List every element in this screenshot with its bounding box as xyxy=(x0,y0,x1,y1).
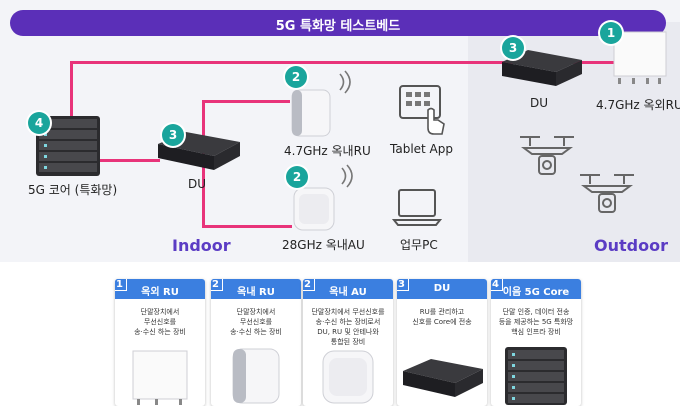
diagram-title: 5G 특화망 테스트베드 xyxy=(275,19,401,34)
legend-card-du: DU 3 RU를 관리하고 신호를 Core에 전송 xyxy=(397,279,487,406)
card-desc-line: RU를 관리하고 xyxy=(419,308,465,316)
card-desc-line: 통합된 장비 xyxy=(330,338,366,346)
du-indoor-badge: 3 xyxy=(162,124,184,146)
link-core-to-outdoor xyxy=(70,61,620,64)
card-header: 옥외 RU xyxy=(115,279,205,299)
drone-icon xyxy=(580,174,634,213)
tablet-label: Tablet App xyxy=(390,142,453,156)
card-description: 단말 인증, 데이터 전송 등을 제공하는 5G 특화망 핵심 인프라 장비 xyxy=(495,307,577,337)
pc-label: 업무PC xyxy=(400,238,438,252)
indoor-au-icon xyxy=(293,187,335,231)
outdoor-ru-icon xyxy=(132,350,188,405)
indoor-ru-icon xyxy=(232,348,280,404)
legend-card-outdoor-ru: 옥외 RU 1 단말장치에서 무선신호를 송·수신 하는 장비 xyxy=(115,279,205,406)
card-desc-line: 단말장치에서 무선신호를 xyxy=(311,308,385,316)
card-number: 3 xyxy=(397,279,409,291)
ru-outdoor-label: 4.7GHz 옥외RU xyxy=(596,98,680,112)
card-desc-line: 단말장치에서 xyxy=(140,308,180,316)
card-description: 단말장치에서 무선신호를 송·수신 하는 장비로서 DU, RU 및 안테나와 … xyxy=(307,307,389,347)
drone-icon xyxy=(520,136,574,175)
indoor-au-icon xyxy=(322,350,374,404)
du-indoor-label: DU xyxy=(188,177,207,191)
card-number: 4 xyxy=(491,279,503,291)
card-desc-line: 무선신호를 xyxy=(239,318,273,326)
ru-indoor-label: 4.7GHz 옥내RU xyxy=(284,144,371,158)
au-indoor-badge: 2 xyxy=(286,166,308,188)
card-title: 옥내 AU xyxy=(329,287,367,298)
laptop-icon xyxy=(391,189,443,226)
card-header: 이음 5G Core xyxy=(491,279,581,299)
server-rack-icon xyxy=(36,116,100,176)
link-core-du xyxy=(98,159,160,162)
link-core-drop xyxy=(70,61,73,116)
card-header: 옥내 RU xyxy=(211,279,301,299)
card-desc-line: 단말 인증, 데이터 전송 xyxy=(502,308,570,316)
card-title: 옥내 RU xyxy=(237,287,275,298)
card-desc-line: 송·수신 하는 장비 xyxy=(134,328,186,336)
card-desc-line: 송·수신 하는 장비 xyxy=(230,328,282,336)
title-bar: 5G 특화망 테스트베드 xyxy=(10,10,666,36)
du-outdoor-label: DU xyxy=(530,96,549,110)
card-desc-line: 신호를 Core에 전송 xyxy=(412,318,472,326)
card-header: 옥내 AU xyxy=(303,279,393,299)
card-title: 옥외 RU xyxy=(141,287,179,298)
legend-card-indoor-au: 옥내 AU 2 단말장치에서 무선신호를 송·수신 하는 장비로서 DU, RU… xyxy=(303,279,393,406)
outdoor-ru-icon xyxy=(613,31,667,84)
du-box-icon xyxy=(403,359,483,397)
core-label: 5G 코어 (특화망) xyxy=(28,183,118,197)
indoor-zone-label: Indoor xyxy=(172,236,231,255)
card-desc-line: 핵심 인프라 장비 xyxy=(511,328,561,336)
signal-waves-icon xyxy=(341,164,353,188)
card-desc-line: DU, RU 및 안테나와 xyxy=(317,328,379,336)
card-description: 단말장치에서 무선신호를 송·수신 하는 장비 xyxy=(119,307,201,337)
signal-waves-icon xyxy=(339,70,351,94)
card-number: 2 xyxy=(303,279,315,291)
card-header: DU xyxy=(397,279,487,299)
card-desc-line: 단말장치에서 xyxy=(236,308,276,316)
legend-card-indoor-ru: 옥내 RU 2 단말장치에서 무선신호를 송·수신 하는 장비 xyxy=(211,279,301,406)
server-rack-icon xyxy=(505,347,567,405)
tablet-icon xyxy=(399,85,445,135)
card-desc-line: 등을 제공하는 5G 특화망 xyxy=(498,318,574,326)
card-title: 이음 5G Core xyxy=(502,287,570,298)
card-number: 1 xyxy=(115,279,127,291)
link-du-au xyxy=(202,225,292,228)
card-description: RU를 관리하고 신호를 Core에 전송 xyxy=(401,307,483,327)
au-indoor-label: 28GHz 옥내AU xyxy=(282,238,365,252)
link-du-ru xyxy=(202,100,290,103)
core-badge: 4 xyxy=(28,112,50,134)
ru-outdoor-badge: 1 xyxy=(600,22,622,44)
card-number: 2 xyxy=(211,279,223,291)
du-outdoor-badge: 3 xyxy=(502,37,524,59)
outdoor-zone-label: Outdoor xyxy=(594,236,668,255)
card-title: DU xyxy=(433,283,451,294)
card-description: 단말장치에서 무선신호를 송·수신 하는 장비 xyxy=(215,307,297,337)
card-desc-line: 무선신호를 xyxy=(143,318,177,326)
card-desc-line: 송·수신 하는 장비로서 xyxy=(315,318,381,326)
indoor-ru-icon xyxy=(291,89,331,137)
ru-indoor-badge: 2 xyxy=(285,66,307,88)
legend-card-5g-core: 이음 5G Core 4 단말 인증, 데이터 전송 등을 제공하는 5G 특화… xyxy=(491,279,581,406)
du-box-icon xyxy=(502,50,582,86)
